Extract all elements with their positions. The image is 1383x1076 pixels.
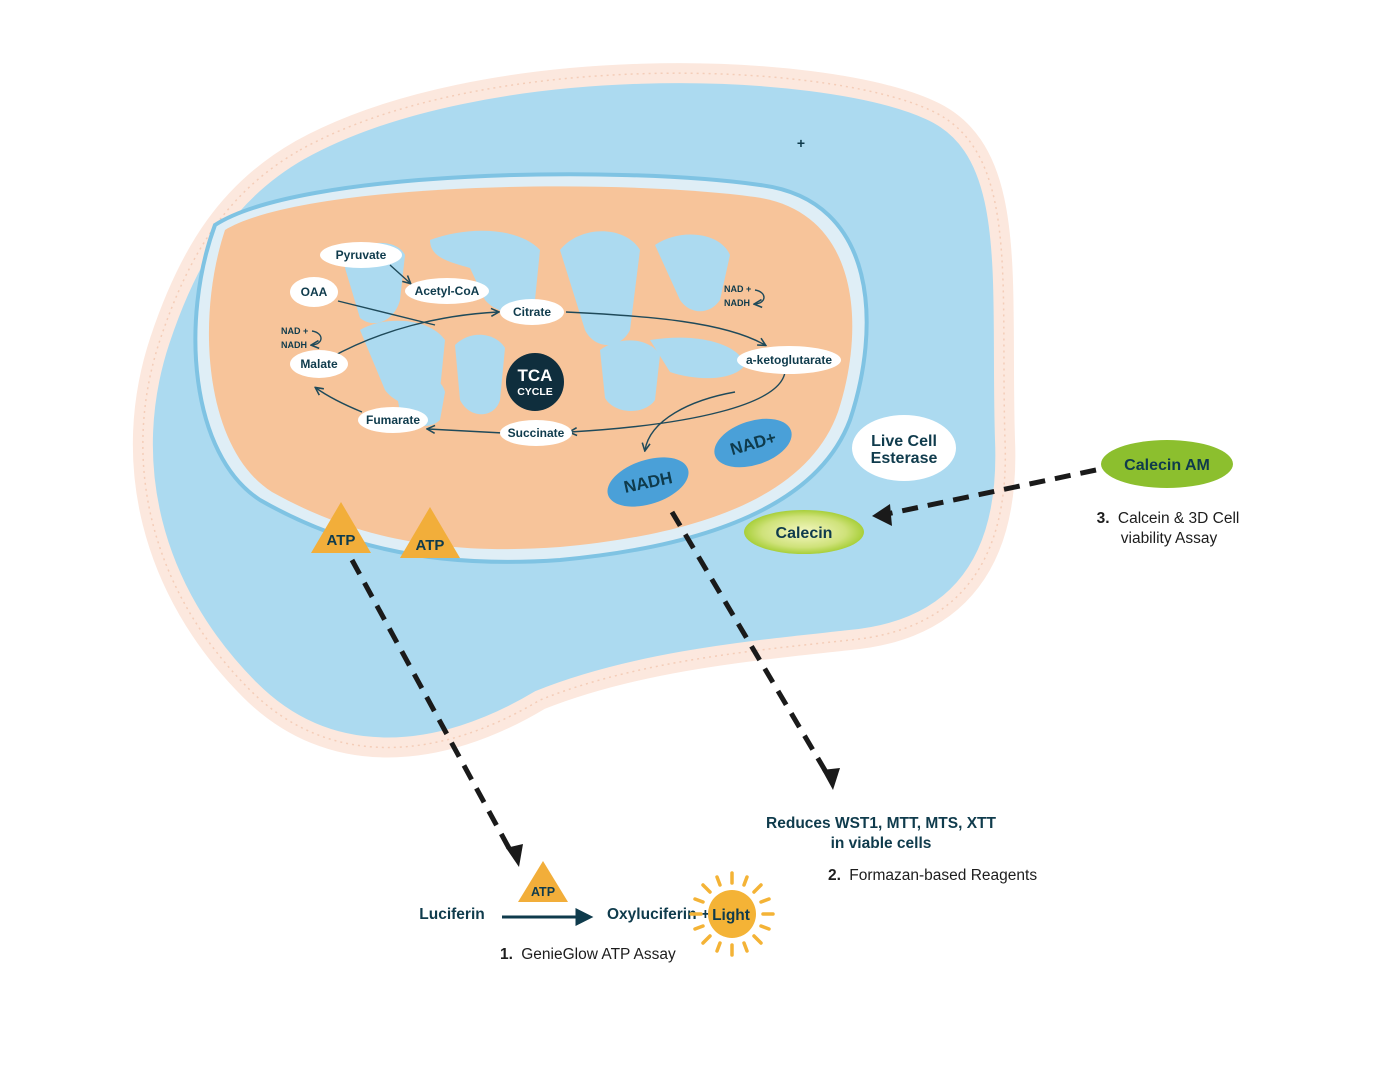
nad-plus-left-label: NAD +: [281, 326, 308, 336]
calecin-molecule: Calecin: [744, 510, 864, 554]
atp-reaction-triangle: ATP: [518, 861, 568, 902]
node-malate: Malate: [290, 350, 348, 378]
nadh-left-label: NADH: [281, 340, 307, 350]
arrow-fumarate-to-malate: [316, 388, 363, 413]
plus-sign: +: [797, 135, 805, 151]
nad-plus-right-label: NAD +: [724, 284, 751, 294]
reduces-line1: Reduces WST1, MTT, MTS, XTT: [766, 815, 996, 832]
arrow-ketoglutarate-to-succinate: [570, 371, 786, 432]
tca-arrows: [312, 264, 786, 450]
oaa-label: OAA: [301, 285, 328, 299]
node-succinate: Succinate: [500, 420, 572, 446]
atp-triangle-1: ATP: [311, 502, 371, 553]
arrow-succinate-to-fumarate: [428, 429, 504, 433]
assay-2-label: Formazan-based Reagents: [849, 867, 1037, 884]
citrate-label: Citrate: [513, 305, 551, 319]
node-pyruvate: Pyruvate: [320, 242, 402, 268]
cell-membrane-inner-line: [142, 72, 1007, 749]
cycle-label: CYCLE: [517, 386, 553, 398]
arrow-nad-cycle-left: [312, 330, 322, 345]
pyruvate-label: Pyruvate: [336, 248, 387, 262]
arrow-nad-cycle-right: [755, 289, 765, 304]
luciferin-label: Luciferin: [419, 906, 484, 923]
atp-label-2: ATP: [416, 537, 445, 554]
arrow-ketoglutarate-to-nadh: [645, 391, 736, 450]
ketoglutarate-label: a-ketoglutarate: [746, 353, 832, 367]
calecin-label: Calecin: [776, 525, 833, 542]
assay-2: Reduces WST1, MTT, MTS, XTT in viable ce…: [766, 815, 1037, 884]
malate-label: Malate: [300, 357, 338, 371]
live-cell-esterase: Live Cell Esterase: [852, 415, 956, 481]
assay-1-label: GenieGlow ATP Assay: [521, 946, 676, 963]
tca-label: TCA: [518, 366, 553, 385]
assay-3-number: 3.: [1097, 510, 1110, 527]
live-cell-label: Live Cell: [871, 433, 937, 450]
calecin-am-label: Calecin AM: [1124, 457, 1210, 474]
svg-text:2. Formazan-based Reagen: 2. Formazan-based Reagents: [828, 867, 1037, 884]
assay-3: 3. Calcein & 3D Cell viability Assay: [1097, 510, 1240, 547]
assay-3-line2: viability Assay: [1121, 530, 1218, 547]
arrow-pyruvate-to-acetyl-coa: [389, 264, 410, 283]
atp-label-1: ATP: [327, 532, 356, 549]
acetyl-coa-label: Acetyl-CoA: [415, 284, 480, 298]
dashed-arrows: [349, 467, 1097, 852]
crista-4: [655, 234, 730, 312]
calecin-am-molecule: Calecin AM: [1101, 440, 1233, 488]
atp-reaction-label: ATP: [531, 885, 555, 899]
node-ketoglutarate: a-ketoglutarate: [737, 346, 841, 374]
assay-2-number: 2.: [828, 867, 841, 884]
crista-7: [600, 340, 660, 412]
crista-8: [650, 337, 745, 379]
svg-text:3. Calcein & 3D Cell: 3. Calcein & 3D Cell: [1097, 510, 1240, 527]
assay-3-line1: Calcein & 3D Cell: [1118, 510, 1239, 527]
arrow-oaa-to-citrate: [337, 300, 436, 326]
tca-badge: TCA CYCLE: [506, 353, 564, 411]
node-citrate: Citrate: [500, 299, 564, 325]
assay-1-number: 1.: [500, 946, 513, 963]
arrowhead-atp: [506, 844, 523, 867]
atp-triangle-2: ATP: [400, 507, 460, 558]
esterase-label: Esterase: [871, 450, 938, 467]
oxyluciferin-label: Oxyluciferin +: [607, 906, 710, 923]
crista-6: [455, 334, 505, 415]
node-acetyl-coa: Acetyl-CoA: [405, 278, 489, 304]
arrow-citrate-to-ketoglutarate: [565, 311, 765, 345]
arrowhead-nadh: [822, 768, 840, 790]
assay-1: ATP Luciferin Oxyluciferin +: [419, 861, 775, 963]
cristae: [345, 230, 745, 427]
nad-plus-molecule: NAD+: [714, 418, 792, 468]
node-fumarate: Fumarate: [358, 407, 428, 433]
crista-2: [430, 230, 540, 313]
light-label: Light: [712, 907, 750, 924]
fumarate-label: Fumarate: [366, 413, 420, 427]
nadh-right-label: NADH: [724, 298, 750, 308]
node-oaa: OAA: [290, 277, 338, 307]
tca-cycle: Pyruvate Acetyl-CoA OAA Citrate a-ketogl…: [281, 242, 841, 450]
svg-text:1. GenieGlow ATP Assay: 1. GenieGlow ATP Assay: [500, 946, 676, 963]
succinate-label: Succinate: [508, 426, 565, 440]
dashed-arrow-calcein: [886, 467, 1097, 517]
arrowhead-calcein: [872, 504, 892, 526]
arrow-malate-to-citrate: [329, 312, 498, 359]
reduces-line2: in viable cells: [831, 835, 932, 852]
dashed-arrow-atp: [349, 558, 513, 852]
sun-icon: [689, 871, 775, 957]
nadh-molecule: NADH: [607, 457, 689, 507]
crista-3: [560, 231, 640, 345]
